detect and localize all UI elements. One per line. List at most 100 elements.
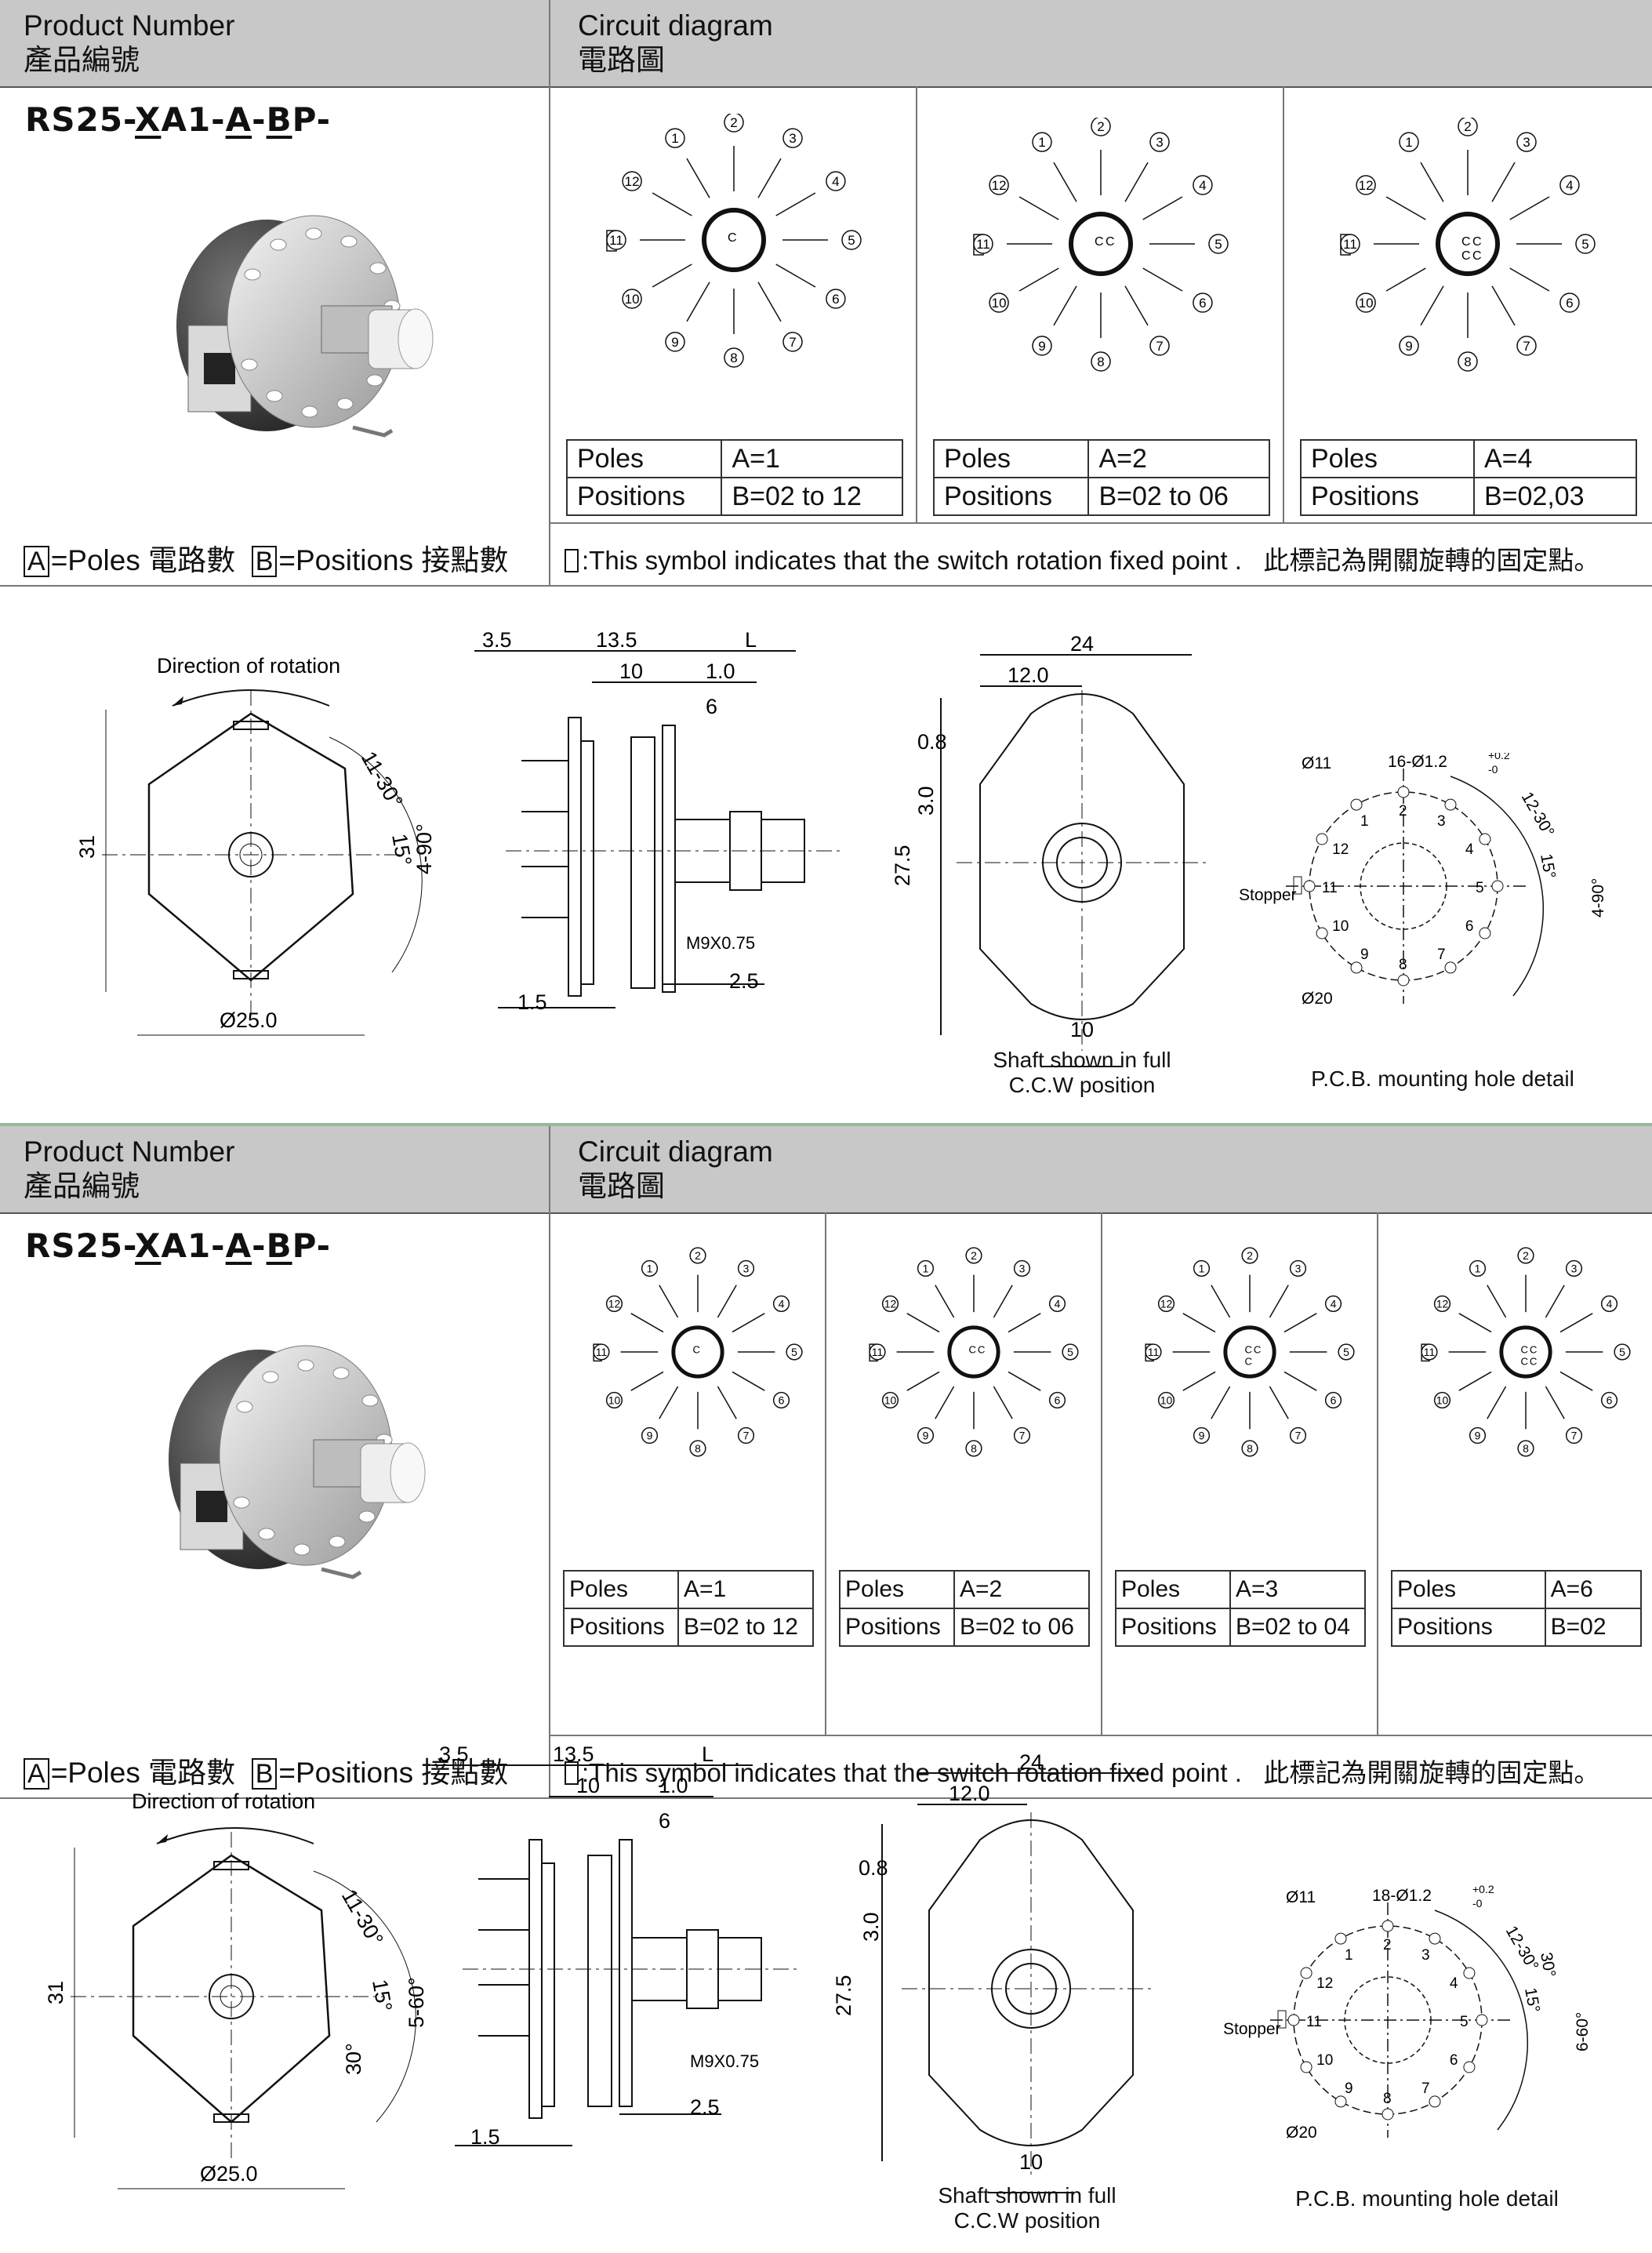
legend-poles-positions: A=Poles 電路數 B=Positions 接點數 <box>24 1749 508 1791</box>
terminal-label: 10 <box>989 293 1009 313</box>
pcb-hole <box>1287 2014 1300 2026</box>
pcb-dimension: Ø20 <box>1302 990 1333 1008</box>
angle-4x90: 4-90° <box>412 823 436 874</box>
thread-label: M9X0.75 <box>686 933 755 953</box>
terminal-label: 4 <box>1600 1295 1618 1313</box>
header-circuit-zh: 電路圖 <box>578 1170 665 1202</box>
header-bar: Product Number 產品編號 Circuit diagram 電路圖 <box>0 1126 1652 1214</box>
terminal-label: 3 <box>1013 1259 1031 1277</box>
pcb-angle: 6-60° <box>1574 2012 1592 2051</box>
terminal-line <box>1509 267 1550 292</box>
terminal-line <box>1559 1313 1593 1333</box>
terminal-line <box>757 158 782 198</box>
terminal-label: 8 <box>1091 351 1111 372</box>
terminal-label: 6 <box>1193 293 1213 313</box>
rear-view-drawing: 24 12.0 0.8 3.0 27.5 10 <box>894 632 1207 1067</box>
svg-text:3: 3 <box>1523 135 1530 150</box>
terminal-line <box>775 192 816 216</box>
header-circuit-zh: 電路圖 <box>578 44 665 76</box>
terminal-label: 12 <box>605 1295 623 1313</box>
common-label: C <box>728 231 737 245</box>
rotation-arrow <box>156 1827 314 1844</box>
header-product-cell: Product Number 產品編號 <box>0 1126 550 1212</box>
poles-box: A <box>24 546 49 577</box>
dim-13.5: 13.5 <box>596 628 637 652</box>
pcb-hole <box>1303 880 1316 892</box>
pcb-hole-label: 5 <box>1476 880 1484 896</box>
rear-view-drawing: 24 12.0 0.8 3.0 27.5 10 <box>832 1750 1153 2193</box>
pcb-hole-label: 7 <box>1421 2080 1430 2097</box>
terminal-line <box>686 158 710 198</box>
terminal-label: 9 <box>1469 1426 1487 1444</box>
svg-text:7: 7 <box>743 1429 750 1441</box>
pcb-hole-label: 10 <box>1316 2052 1333 2069</box>
terminal-label: 1 <box>665 128 685 148</box>
terminal-line <box>1124 285 1149 326</box>
dim-13.5: 13.5 <box>553 1742 594 1766</box>
angle-11x30: 11-30° <box>357 747 408 812</box>
svg-text:4: 4 <box>832 174 839 189</box>
dim-27.5: 27.5 <box>894 845 914 886</box>
svg-text:12: 12 <box>1436 1297 1449 1310</box>
header-circuit-en: Circuit diagram <box>578 1136 773 1168</box>
terminal-label: 10 <box>605 1391 623 1409</box>
angle-15: 15° <box>368 1978 397 2013</box>
svg-text:3: 3 <box>1295 1262 1302 1274</box>
terminal-label: 5 <box>1575 234 1596 254</box>
terminal-line <box>1018 267 1059 292</box>
svg-text:11: 11 <box>609 233 623 248</box>
legend-poles-positions: A=Poles 電路數 B=Positions 接點數 <box>24 536 508 579</box>
pcb-tolerance: -0 <box>1472 1897 1483 1910</box>
dim-3.0: 3.0 <box>914 786 938 816</box>
divider-horizontal <box>0 1797 1652 1799</box>
terminal-line <box>906 1371 940 1391</box>
product-photo <box>176 215 434 438</box>
part-number: RS25-XA1-A-BP- <box>25 100 332 139</box>
terminal-label: 11 <box>593 1343 610 1361</box>
part-number: RS25-XA1-A-BP- <box>25 1226 332 1265</box>
terminal-label: 4 <box>826 171 846 191</box>
svg-text:10: 10 <box>625 292 640 307</box>
solder-lug <box>352 425 394 438</box>
common-label: C <box>1254 1344 1261 1356</box>
terminal-label: 6 <box>772 1391 790 1409</box>
terminal-line <box>906 1313 940 1333</box>
pcb-hole <box>1382 1920 1394 1932</box>
svg-text:2: 2 <box>730 115 737 130</box>
dim-24: 24 <box>1019 1750 1043 1774</box>
svg-text:10: 10 <box>1160 1394 1173 1406</box>
terminal-label: 10 <box>1356 293 1376 313</box>
svg-text:6: 6 <box>1055 1394 1061 1406</box>
dim-10: 10 <box>576 1774 600 1797</box>
dim-2.5: 2.5 <box>729 969 759 993</box>
pcb-hole-label: 1 <box>1345 1947 1353 1964</box>
terminal-label: 2 <box>724 114 744 133</box>
pcb-hole <box>1463 2061 1476 2073</box>
svg-text:12: 12 <box>1160 1297 1173 1310</box>
terminal-label: 5 <box>1338 1343 1355 1361</box>
dim-24: 24 <box>1070 632 1094 656</box>
pcb-dimension: 15° <box>1521 1986 1543 2014</box>
svg-text:4: 4 <box>779 1297 785 1310</box>
pcb-hole-label: 11 <box>1322 880 1338 896</box>
svg-text:6: 6 <box>1607 1394 1613 1406</box>
angle-15: 15° <box>387 832 416 867</box>
terminal-line <box>717 1386 737 1419</box>
terminal-line <box>993 1386 1013 1419</box>
shaft-end <box>398 308 434 369</box>
svg-text:7: 7 <box>1019 1429 1026 1441</box>
svg-text:3: 3 <box>743 1262 750 1274</box>
svg-text:9: 9 <box>1038 339 1045 354</box>
svg-text:9: 9 <box>923 1429 929 1441</box>
pcb-hole-label: 2 <box>1399 803 1407 819</box>
terminal-label: 3 <box>1289 1259 1307 1277</box>
terminal-label: 7 <box>1565 1426 1583 1444</box>
terminal-line <box>1211 1285 1231 1318</box>
pcb-hole-label: 9 <box>1360 947 1369 963</box>
pcb-caption: P.C.B. mounting hole detail <box>1295 2186 1559 2211</box>
thread-label: M9X0.75 <box>690 2051 759 2071</box>
shaft-circle <box>209 1974 254 2019</box>
